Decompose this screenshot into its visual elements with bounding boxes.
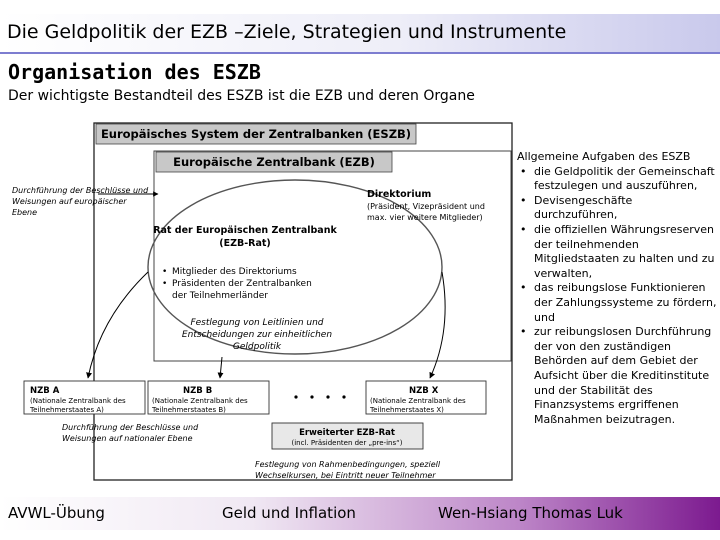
arrow-to-nzb-b bbox=[217, 356, 224, 379]
nzb-b-box bbox=[147, 380, 270, 415]
nzb-x-line: Teilnehmerstaates X) bbox=[369, 406, 444, 414]
nzb-a-line: (Nationale Zentralbank des bbox=[30, 397, 126, 405]
slide-subtitle: Der wichtigste Bestandteil des ESZB ist … bbox=[8, 88, 475, 104]
footer-bar: AVWL-Übung Geld und Inflation Wen-Hsiang… bbox=[0, 497, 720, 530]
task-item: die offiziellen Währungsreserven der tei… bbox=[517, 223, 717, 281]
task-item: die Geldpolitik der Gemeinschaft festzul… bbox=[517, 165, 717, 194]
nzb-x-title: NZB X bbox=[409, 386, 439, 396]
bottom-left-note-line: Durchführung der Beschlüsse und bbox=[62, 423, 199, 432]
left-note-line: Durchführung der Beschlüsse und bbox=[12, 186, 149, 195]
section-heading: Organisation des ESZB bbox=[8, 60, 261, 84]
ezb-header-box bbox=[155, 151, 393, 173]
member-line: Mitglieder des Direktoriums bbox=[172, 267, 297, 277]
slide-title: Die Geldpolitik der EZB –Ziele, Strategi… bbox=[7, 21, 567, 43]
arrow-to-nzb-x bbox=[429, 271, 446, 379]
rat-subtitle: (EZB-Rat) bbox=[219, 238, 271, 249]
member-bullet: • bbox=[162, 267, 167, 277]
bottom-left-note-line: Weisungen auf nationaler Ebene bbox=[62, 434, 193, 443]
title-bar: Die Geldpolitik der EZB –Ziele, Strategi… bbox=[0, 14, 720, 52]
nzb-b-line: Teilnehmerstaates B) bbox=[151, 406, 226, 414]
arrow-to-nzb-a bbox=[86, 271, 149, 379]
task-item: zur reibungslosen Durchführung der von d… bbox=[517, 325, 717, 427]
rat-title: Rat der Europäischen Zentralbank bbox=[153, 225, 337, 236]
tasks-list: die Geldpolitik der Gemeinschaft festzul… bbox=[517, 165, 717, 428]
ezb-rat-ellipse bbox=[147, 179, 443, 355]
direktorium-title: Direktorium bbox=[367, 189, 431, 200]
task-item: das reibungslose Funktionieren der Zahlu… bbox=[517, 281, 717, 325]
footer-course: AVWL-Übung bbox=[8, 504, 105, 522]
nzb-b-title: NZB B bbox=[183, 386, 212, 396]
nzb-b-line: (Nationale Zentralbank des bbox=[152, 397, 248, 405]
task-item: Devisengeschäfte durchzuführen, bbox=[517, 194, 717, 223]
eszb-label: Europäisches System der Zentralbanken (E… bbox=[101, 127, 411, 141]
tasks-heading: Allgemeine Aufgaben des ESZB bbox=[517, 150, 691, 163]
nzb-a-title: NZB A bbox=[30, 386, 60, 396]
eszb-frame bbox=[93, 122, 513, 481]
ezb-frame bbox=[153, 150, 512, 362]
title-divider bbox=[0, 52, 720, 54]
footer-author: Wen-Hsiang Thomas Luk bbox=[438, 504, 623, 522]
nzb-x-line: (Nationale Zentralbank des bbox=[370, 397, 466, 405]
ezb-label: Europäische Zentralbank (EZB) bbox=[173, 155, 375, 169]
festlegung-line: Festlegung von Leitlinien und bbox=[190, 318, 323, 328]
footer-topic: Geld und Inflation bbox=[222, 504, 356, 522]
eszb-header-box bbox=[95, 123, 417, 145]
direktorium-line: max. vier weitere Mitglieder) bbox=[367, 213, 483, 222]
erweiterter-title: Erweiterter EZB-Rat bbox=[299, 428, 395, 438]
member-line: der Teilnehmerländer bbox=[172, 291, 268, 301]
nzb-x-box bbox=[365, 380, 487, 415]
bottom-note-line: Festlegung von Rahmenbedingungen, spezie… bbox=[255, 460, 441, 469]
member-line: Präsidenten der Zentralbanken bbox=[172, 279, 312, 289]
nzb-a-line: Teilnehmerstaates A) bbox=[29, 406, 104, 414]
eszb-tasks: Allgemeine Aufgaben des ESZB die Geldpol… bbox=[517, 150, 717, 427]
erweiterter-ezb-rat-box bbox=[271, 422, 424, 450]
festlegung-line: Entscheidungen zur einheitlichen bbox=[182, 330, 332, 340]
left-note-line: Ebene bbox=[12, 208, 37, 217]
member-bullet: • bbox=[162, 279, 167, 289]
bottom-note-line: Wechselkursen, bei Eintritt neuer Teilne… bbox=[255, 471, 436, 480]
direktorium-line: (Präsident, Vizepräsident und bbox=[367, 202, 485, 211]
erweiterter-line: (incl. Präsidenten der „pre-ins“) bbox=[292, 439, 403, 447]
left-note-line: Weisungen auf europäischer bbox=[12, 197, 127, 206]
nzb-a-box bbox=[23, 380, 146, 415]
festlegung-line: Geldpolitik bbox=[233, 342, 282, 352]
ncb-ellipsis bbox=[294, 395, 346, 399]
